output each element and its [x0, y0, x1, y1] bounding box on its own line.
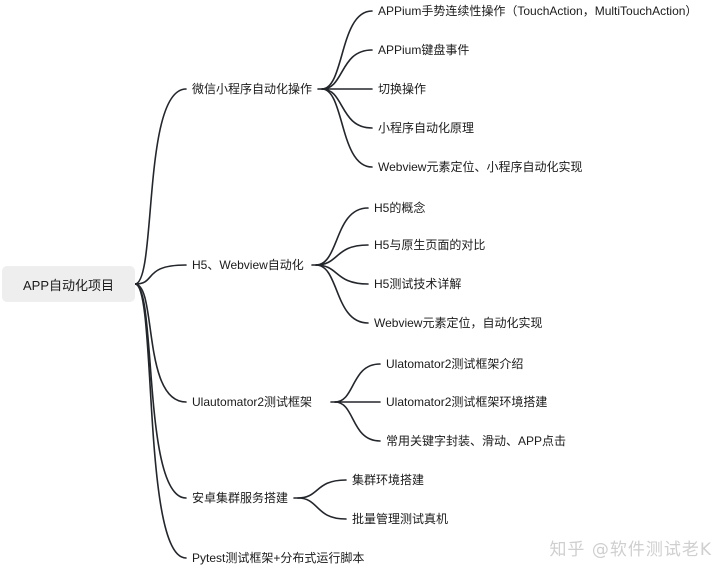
mindmap-leaf-node[interactable]: Ulatomator2测试框架介绍	[386, 357, 524, 371]
mindmap-leaf-node[interactable]: Ulatomator2测试框架环境搭建	[386, 395, 548, 409]
leaf-connector	[297, 479, 347, 499]
leaf-connector	[315, 264, 369, 324]
branch-connector	[134, 88, 187, 285]
mindmap-leaf-node[interactable]: APPium手势连续性操作（TouchAction，MultiTouchActi…	[378, 4, 698, 18]
leaf-connector	[321, 49, 373, 90]
mindmap-leaf-node[interactable]: APPium键盘事件	[378, 43, 470, 57]
leaf-connector	[321, 88, 373, 129]
mindmap-branch-node[interactable]: Pytest测试框架+分布式运行脚本	[192, 551, 365, 565]
mindmap-leaf-node[interactable]: 批量管理测试真机	[352, 512, 449, 526]
branch-connector	[134, 264, 187, 285]
mindmap-leaf-node[interactable]: 小程序自动化原理	[378, 121, 475, 135]
mindmap-leaf-node[interactable]: H5的概念	[374, 201, 426, 215]
branch-connector	[134, 283, 187, 559]
mindmap-root-node[interactable]: APP自动化项目	[2, 266, 135, 302]
leaf-connector	[334, 363, 381, 403]
mindmap-branch-node[interactable]: 微信小程序自动化操作	[192, 82, 313, 96]
mindmap-branch-node[interactable]: 安卓集群服务搭建	[192, 491, 289, 505]
leaf-connector	[334, 401, 381, 442]
branch-connector	[134, 283, 187, 499]
leaf-connector	[315, 244, 369, 266]
leaf-connector	[315, 207, 369, 266]
mindmap-leaf-node[interactable]: 常用关键字封装、滑动、APP点击	[386, 434, 567, 448]
mindmap-leaf-node[interactable]: Webview元素定位、小程序自动化实现	[378, 160, 583, 174]
mindmap-leaf-node[interactable]: H5测试技术详解	[374, 277, 462, 291]
mindmap-leaf-node[interactable]: 集群环境搭建	[352, 473, 425, 487]
mindmap-leaf-node[interactable]: 切换操作	[378, 82, 427, 96]
mindmap-leaf-node[interactable]: Webview元素定位，自动化实现	[374, 316, 543, 330]
watermark-text: 知乎 @软件测试老K	[549, 540, 712, 560]
leaf-connector	[321, 10, 373, 90]
branch-connector	[134, 283, 187, 403]
leaf-connector	[321, 88, 373, 168]
mindmap-branch-node[interactable]: H5、Webview自动化	[192, 258, 304, 272]
mindmap-leaf-node[interactable]: H5与原生页面的对比	[374, 238, 486, 252]
mindmap-branch-node[interactable]: Ulautomator2测试框架	[192, 395, 313, 409]
leaf-connector	[297, 497, 347, 520]
